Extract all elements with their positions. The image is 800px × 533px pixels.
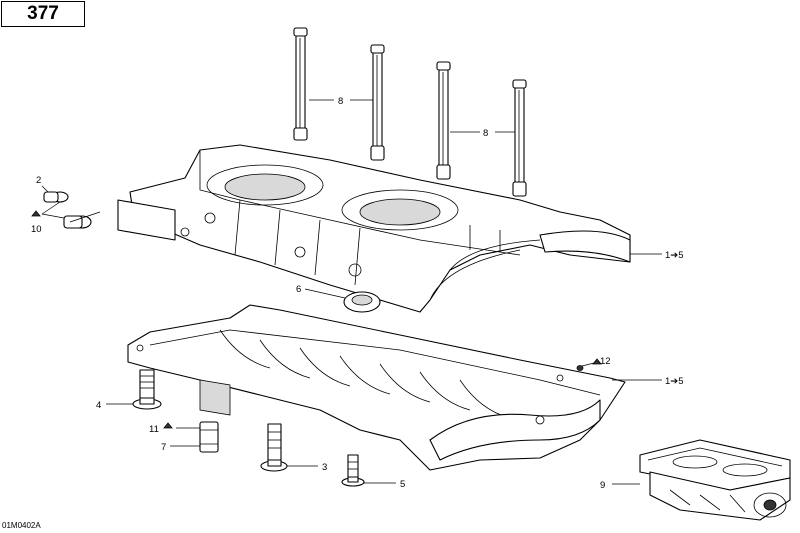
callout-6: 6 xyxy=(296,284,301,295)
callout-8-right: 8 xyxy=(483,128,488,139)
engine-thumbnail-item-9 xyxy=(639,439,791,521)
torque-marker-11 xyxy=(163,422,173,429)
torque-marker-10 xyxy=(31,210,41,217)
bolt-item-4 xyxy=(132,369,162,410)
plug-item-6 xyxy=(343,291,381,313)
callout-12: 12 xyxy=(600,356,611,367)
callout-11: 11 xyxy=(149,424,159,435)
upper-crankcase xyxy=(117,144,631,313)
fitting-item-10 xyxy=(63,215,92,229)
lower-crankcase xyxy=(127,304,626,471)
bolt-item-3 xyxy=(260,423,288,472)
callout-5: 5 xyxy=(400,479,405,490)
fitting-item-2 xyxy=(43,191,69,203)
callout-2: 2 xyxy=(36,175,41,186)
callout-1-to-5-lower: 1➔5 xyxy=(665,376,684,387)
bolt-item-5 xyxy=(341,454,365,487)
fitting-item-12 xyxy=(576,365,584,371)
leader-lines xyxy=(41,99,662,485)
stud-group-upper xyxy=(293,27,527,197)
stud-4 xyxy=(512,79,527,197)
stud-2 xyxy=(370,44,385,161)
callout-4: 4 xyxy=(96,400,101,411)
callout-7: 7 xyxy=(161,442,166,453)
bolt-item-7 xyxy=(199,421,219,453)
callout-10: 10 xyxy=(31,224,42,235)
stud-3 xyxy=(436,61,451,180)
stud-1 xyxy=(293,27,308,141)
callout-9: 9 xyxy=(600,480,605,491)
callout-1-to-5-upper: 1➔5 xyxy=(665,250,684,261)
torque-marker-12 xyxy=(592,358,602,365)
page-number-box: 377 xyxy=(1,1,85,27)
drawing-reference-code: 01M0402A xyxy=(2,521,41,530)
callout-8-left: 8 xyxy=(338,96,343,107)
callout-3: 3 xyxy=(322,462,327,473)
